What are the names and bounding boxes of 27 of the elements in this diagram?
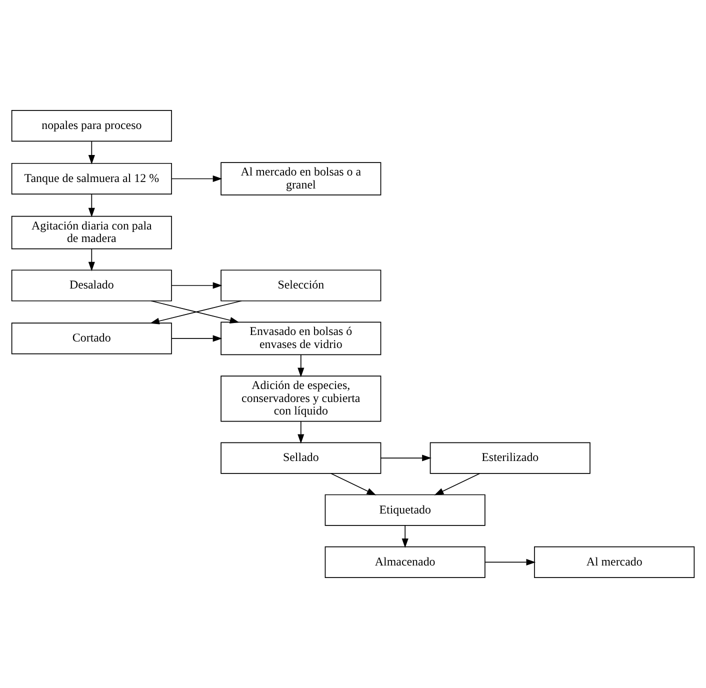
arrow [171,335,222,342]
node-box: Desalado [11,270,172,302]
arrow [88,140,95,164]
arrow [402,525,408,548]
node-box: Agitación diaria con pala de madera [11,216,172,250]
node-box: Cortado [11,322,172,354]
node-box: Etiquetado [324,494,486,526]
node-box: Esterilizado [430,442,590,474]
arrow [88,194,95,218]
arrow [484,558,536,566]
node-box: Adición de especies, conservadores y cubierta con líquido [220,376,382,422]
arrow [298,420,304,444]
node-box: Selección [220,270,382,302]
arrow [380,454,432,462]
node-box: Envasado en bolsas ó envases de vidrio [220,322,382,356]
node-box: Sellado [220,442,382,474]
node-box: Almacenado [324,546,486,578]
node-box: Tanque de salmuera al 12 % [11,162,172,195]
node-box: Al mercado en bolsas o a granel [220,162,382,196]
arrow [88,248,95,272]
node-box: Al mercado [534,546,695,578]
node-box: nopales para proceso [11,110,172,142]
arrow [330,473,376,496]
arrow [434,473,480,496]
arrow [171,282,222,289]
arrow [171,175,222,182]
arrow [298,354,304,378]
